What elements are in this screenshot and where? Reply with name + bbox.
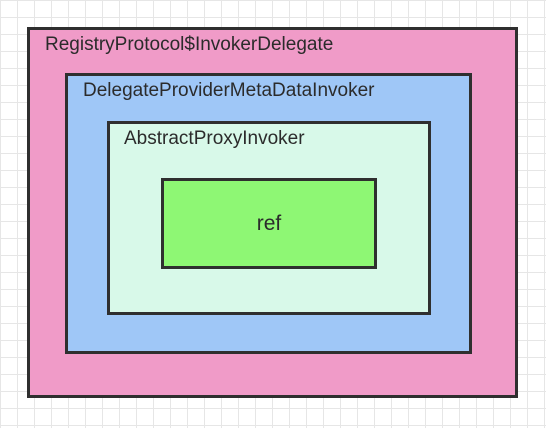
abstract-proxy-invoker-label: AbstractProxyInvoker <box>124 128 305 149</box>
ref-box: ref <box>161 178 377 269</box>
ref-label: ref <box>256 211 282 235</box>
registry-protocol-invoker-delegate-box: RegistryProtocol$InvokerDelegate Delegat… <box>27 27 518 398</box>
delegate-provider-metadata-invoker-label: DelegateProviderMetaDataInvoker <box>83 80 375 101</box>
delegate-provider-metadata-invoker-box: DelegateProviderMetaDataInvoker Abstract… <box>65 73 472 354</box>
abstract-proxy-invoker-box: AbstractProxyInvoker ref <box>107 121 431 315</box>
registry-protocol-invoker-delegate-label: RegistryProtocol$InvokerDelegate <box>45 34 334 55</box>
